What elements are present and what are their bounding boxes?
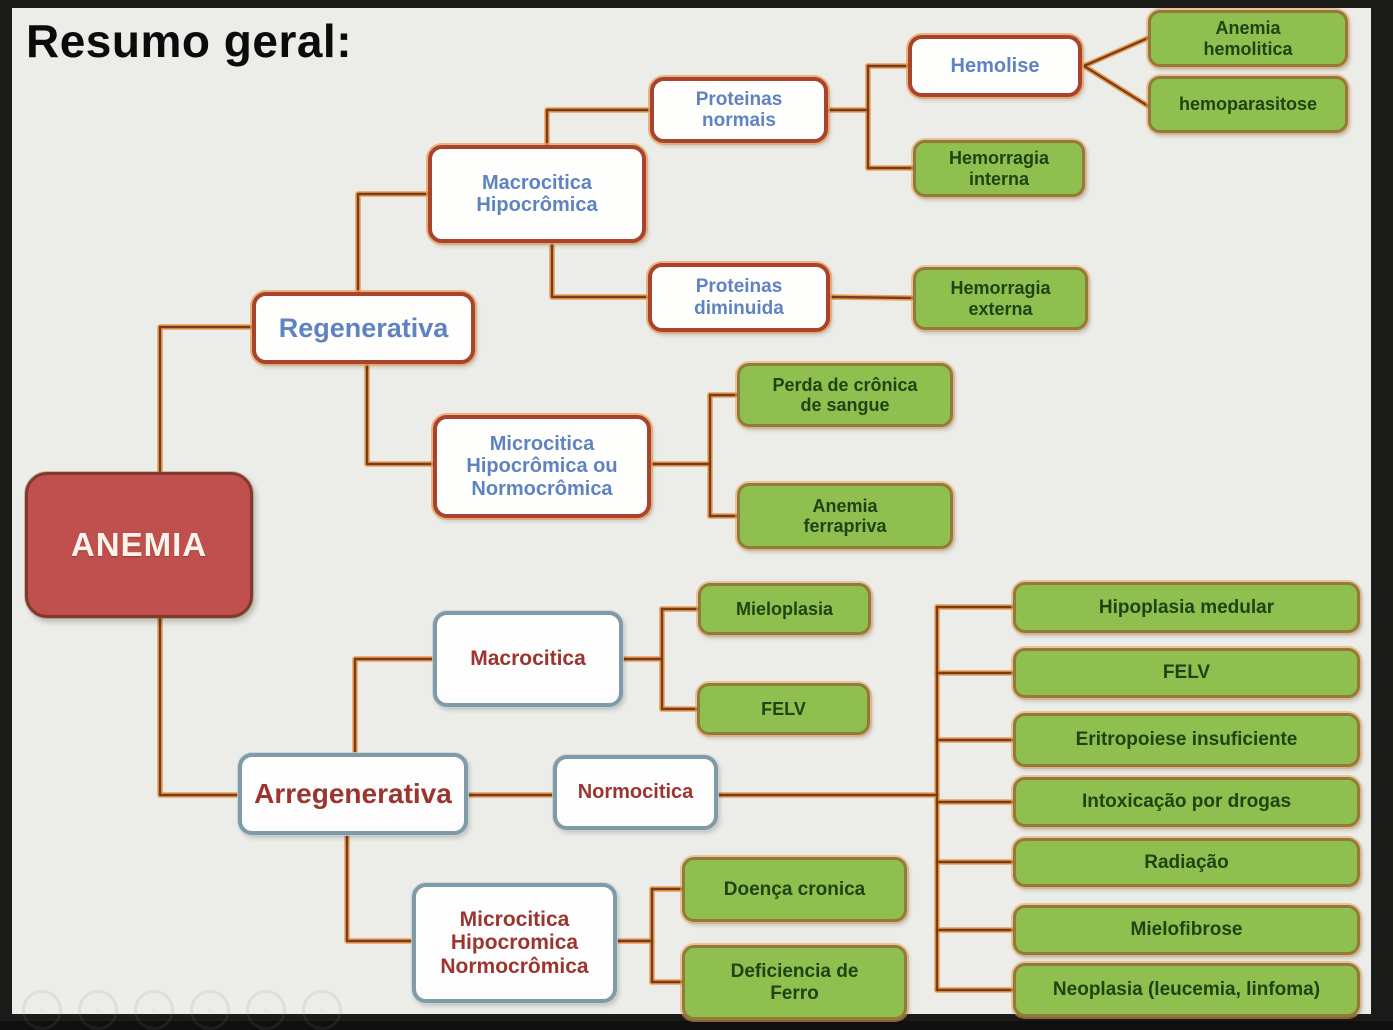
node-radiacao: Radiação xyxy=(1013,838,1360,887)
circle-icon: ◦ xyxy=(190,990,230,1030)
node-label: Anemia ferrapriva xyxy=(803,495,887,536)
node-label: Intoxicação por drogas xyxy=(1081,791,1292,813)
node-doenca-cronica: Doença cronica xyxy=(682,857,907,922)
node-arregenerativa: Arregenerativa xyxy=(238,753,468,835)
node-label: Deficiencia de Ferro xyxy=(730,961,859,1004)
node-anemia-hemolitica: Anemia hemolitica xyxy=(1148,10,1348,67)
node-hemoparasitose: hemoparasitose xyxy=(1148,76,1348,133)
node-micro-upper: Microcitica Hipocrômica ou Normocrômica xyxy=(433,415,651,518)
circle-icon: ◦ xyxy=(246,990,286,1030)
node-eritropoiese: Eritropoiese insuficiente xyxy=(1013,713,1360,767)
node-intoxicacao: Intoxicação por drogas xyxy=(1013,777,1360,827)
node-hemorragia-interna: Hemorragia interna xyxy=(913,140,1085,197)
node-macrocitica-lower: Macrocitica xyxy=(433,611,623,707)
node-perda-cronica: Perda de crônica de sangue xyxy=(737,363,953,427)
node-label: Hipoplasia medular xyxy=(1098,596,1275,618)
node-felv-mid: FELV xyxy=(697,683,870,735)
node-label: Macrocitica xyxy=(470,647,586,671)
page-title: Resumo geral: xyxy=(26,15,353,67)
circle-icon: ◦ xyxy=(78,990,118,1030)
node-label: FELV xyxy=(761,698,806,719)
node-label: Doença cronica xyxy=(723,878,866,900)
node-label: Normocitica xyxy=(577,781,694,804)
node-felv-right: FELV xyxy=(1013,648,1360,698)
node-label: Microcitica Hipocrômica ou Normocrômica xyxy=(466,432,618,500)
node-label: Radiação xyxy=(1144,851,1229,873)
circle-icon: ◦ xyxy=(22,990,62,1030)
node-label: Eritropoiese insuficiente xyxy=(1075,729,1298,751)
node-label: Macrocitica Hipocrômica xyxy=(476,171,598,216)
node-label: Anemia hemolitica xyxy=(1203,18,1293,59)
node-mieloplasia: Mieloplasia xyxy=(698,583,871,635)
node-label: Regenerativa xyxy=(278,312,449,343)
node-label: Arregenerativa xyxy=(254,778,452,810)
circle-icon: ◦ xyxy=(302,990,342,1030)
node-anemia-ferrapriva: Anemia ferrapriva xyxy=(737,483,953,549)
node-micro-lower: Microcitica Hipocromica Normocrômica xyxy=(412,883,617,1003)
node-hipoplasia-medular: Hipoplasia medular xyxy=(1013,582,1360,633)
node-label: Mieloplasia xyxy=(735,598,834,619)
node-label: Perda de crônica de sangue xyxy=(772,374,918,415)
node-label: Hemorragia externa xyxy=(950,278,1051,319)
node-label: Proteinas diminuida xyxy=(694,276,784,319)
watermark-icon-row: ◦ ◦ ◦ ◦ ◦ ◦ xyxy=(22,990,342,1030)
node-normocitica: Normocitica xyxy=(553,755,718,830)
node-proteinas-normais: Proteinas normais xyxy=(650,77,828,143)
node-macro-hipo: Macrocitica Hipocrômica xyxy=(428,145,646,243)
node-regenerativa: Regenerativa xyxy=(252,292,475,364)
node-anemia: ANEMIA xyxy=(25,472,253,618)
node-hemorragia-externa: Hemorragia externa xyxy=(913,267,1088,330)
node-label: Microcitica Hipocromica Normocrômica xyxy=(440,907,589,978)
node-label: Proteinas normais xyxy=(695,88,783,131)
circle-icon: ◦ xyxy=(134,990,174,1030)
node-label: ANEMIA xyxy=(70,525,208,563)
node-label: Neoplasia (leucemia, linfoma) xyxy=(1052,979,1321,1001)
node-label: FELV xyxy=(1162,662,1211,684)
node-proteinas-diminuida: Proteinas diminuida xyxy=(648,263,830,332)
node-mielofibrose: Mielofibrose xyxy=(1013,905,1360,955)
node-neoplasia: Neoplasia (leucemia, linfoma) xyxy=(1013,963,1360,1017)
node-label: Hemorragia interna xyxy=(948,148,1050,189)
node-deficiencia-ferro: Deficiencia de Ferro xyxy=(682,945,907,1020)
node-label: Hemolise xyxy=(950,54,1040,77)
node-label: Mielofibrose xyxy=(1130,919,1243,941)
node-label: hemoparasitose xyxy=(1178,94,1318,115)
node-hemolise: Hemolise xyxy=(908,35,1082,97)
